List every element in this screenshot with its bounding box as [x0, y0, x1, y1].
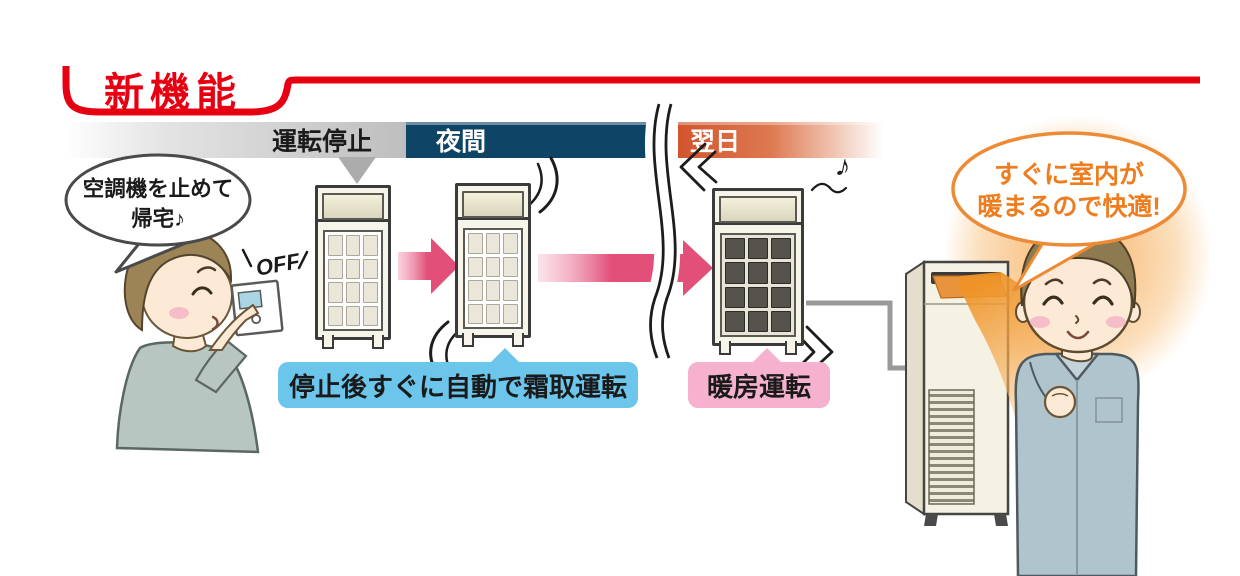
wall-remote-control [230, 279, 284, 337]
unit-top-cap [715, 191, 801, 225]
stage-stop-label: 運転停止 [271, 128, 372, 156]
timeline-stage-night: 夜間 [406, 122, 652, 158]
remote-screen [237, 289, 263, 310]
outdoor-unit-defrost [455, 183, 531, 347]
warm-glow [880, 80, 1240, 500]
unit-top-cap [318, 188, 388, 222]
flow-arrow-2 [538, 240, 713, 296]
unit-grille [720, 233, 796, 337]
defrost-label: 停止後すぐに自動で霜取運転 [288, 371, 627, 402]
unit-top-cap [458, 186, 528, 220]
timeline-stage-stop: 運転停止 [64, 122, 406, 158]
heating-label: 暖房運転 [706, 371, 811, 402]
timeline-stage-next-day: 翌日 [678, 122, 883, 158]
speech-bubble-left: 空調機を止めて 帰宅♪ [64, 153, 252, 274]
remote-button [251, 314, 262, 325]
pointing-hand [208, 303, 260, 351]
outdoor-unit-heating [712, 188, 804, 355]
music-squiggle-icon [810, 182, 848, 194]
stage-next-day-label: 翌日 [690, 128, 741, 156]
stop-stage-pointer [338, 157, 376, 184]
defrost-callout-pointer [490, 348, 520, 363]
off-emphasis-marks [241, 248, 309, 270]
page-title: 新機能 [104, 71, 242, 115]
defrost-callout: 停止後すぐに自動で霜取運転 [278, 362, 638, 408]
flow-arrow-1 [398, 238, 459, 294]
unit-grille [463, 228, 523, 329]
speech-left-line2: 帰宅♪ [131, 206, 185, 231]
heating-callout-pointer [752, 348, 782, 363]
off-label: OFF [254, 248, 302, 280]
unit-grille [323, 230, 383, 331]
stage-night-label: 夜間 [436, 128, 487, 156]
time-break [641, 100, 681, 363]
person-leaving: OFF [115, 229, 309, 454]
speech-left-line1: 空調機を止めて [83, 176, 234, 201]
outdoor-unit-stopped [315, 185, 391, 349]
heating-callout: 暖房運転 [688, 362, 830, 408]
